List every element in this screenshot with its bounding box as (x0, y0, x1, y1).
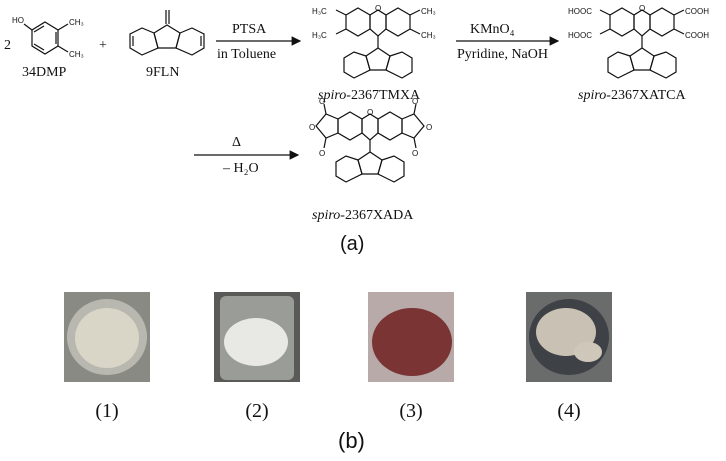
powder-fill (224, 318, 288, 366)
carbonyl-oxygen: O (319, 97, 325, 106)
9fln-structure (129, 10, 205, 56)
step3-conditions: – H₂O (222, 161, 259, 176)
step3-reagent: Δ (232, 135, 241, 150)
carbonyl-oxygen: O (319, 149, 325, 158)
methyl-label: CH₃ (69, 18, 84, 27)
hydroxyl-label: HO (12, 16, 24, 25)
photo-caption-1: (1) (95, 400, 119, 422)
plus-sign: + (99, 38, 107, 53)
carboxyl-label: HOOC (568, 7, 592, 16)
product2-label: spiro-2367XATCA (578, 88, 687, 103)
powder-fill (75, 308, 139, 368)
anhydride-oxygen: O (309, 123, 315, 132)
photo-sample-2 (214, 292, 300, 382)
powder-fill (372, 308, 452, 376)
carboxyl-label: COOH (685, 31, 709, 40)
step2-reagent: KMnO₄ (470, 22, 515, 37)
product1-label: spiro-2367TMXA (318, 88, 421, 103)
sample-2-image (214, 292, 300, 382)
step1-reagent: PTSA (232, 22, 267, 37)
photo-sample-3 (368, 292, 454, 382)
product2-structure (599, 7, 685, 79)
anhydride-oxygen: O (426, 123, 432, 132)
product3-structure (315, 103, 425, 183)
xanthene-oxygen: O (639, 4, 645, 13)
carboxyl-label: COOH (685, 7, 709, 16)
methyl-label: H₃C (312, 7, 327, 16)
product1-prefix: spiro (318, 88, 346, 103)
carbonyl-oxygen: O (412, 149, 418, 158)
product2-name: -2367XATCA (606, 88, 686, 103)
product1-name: -2367TMXA (346, 88, 421, 103)
reactant2-name: 9FLN (146, 65, 179, 80)
methyl-label: H₃C (312, 31, 327, 40)
sample-4-image (526, 292, 612, 382)
sample-3-image (368, 292, 454, 382)
xanthene-oxygen: O (375, 4, 381, 13)
step2-conditions: Pyridine, NaOH (457, 47, 548, 62)
carbonyl-oxygen: O (412, 97, 418, 106)
product3-label: spiro-2367XADA (312, 208, 414, 223)
step1-solvent: in Toluene (217, 47, 276, 62)
reaction-scheme: 2 HO CH₃ CH₃ 34DMP + 9FLN PTSA in Toluen… (4, 4, 709, 255)
panel-b-label: (b) (338, 428, 365, 453)
carboxyl-label: HOOC (568, 31, 592, 40)
product3-prefix: spiro (312, 208, 340, 223)
methyl-label: CH₃ (421, 31, 436, 40)
photo-caption-2: (2) (245, 400, 269, 422)
reactant1-name: 34DMP (22, 65, 67, 80)
photo-sample-4 (526, 292, 612, 382)
photo-caption-4: (4) (557, 400, 581, 422)
product2-prefix: spiro (578, 88, 606, 103)
photo-caption-3: (3) (399, 400, 423, 422)
sample-1-image (64, 292, 150, 382)
stoichiometric-coefficient: 2 (4, 38, 11, 53)
product1-structure (335, 7, 421, 79)
methyl-label: CH₃ (69, 50, 84, 59)
product3-name: -2367XADA (340, 208, 414, 223)
methyl-label: CH₃ (421, 7, 436, 16)
34dmp-structure (23, 21, 69, 55)
xanthene-oxygen: O (367, 108, 373, 117)
panel-a-label: (a) (340, 233, 364, 255)
photo-sample-1 (64, 292, 150, 382)
